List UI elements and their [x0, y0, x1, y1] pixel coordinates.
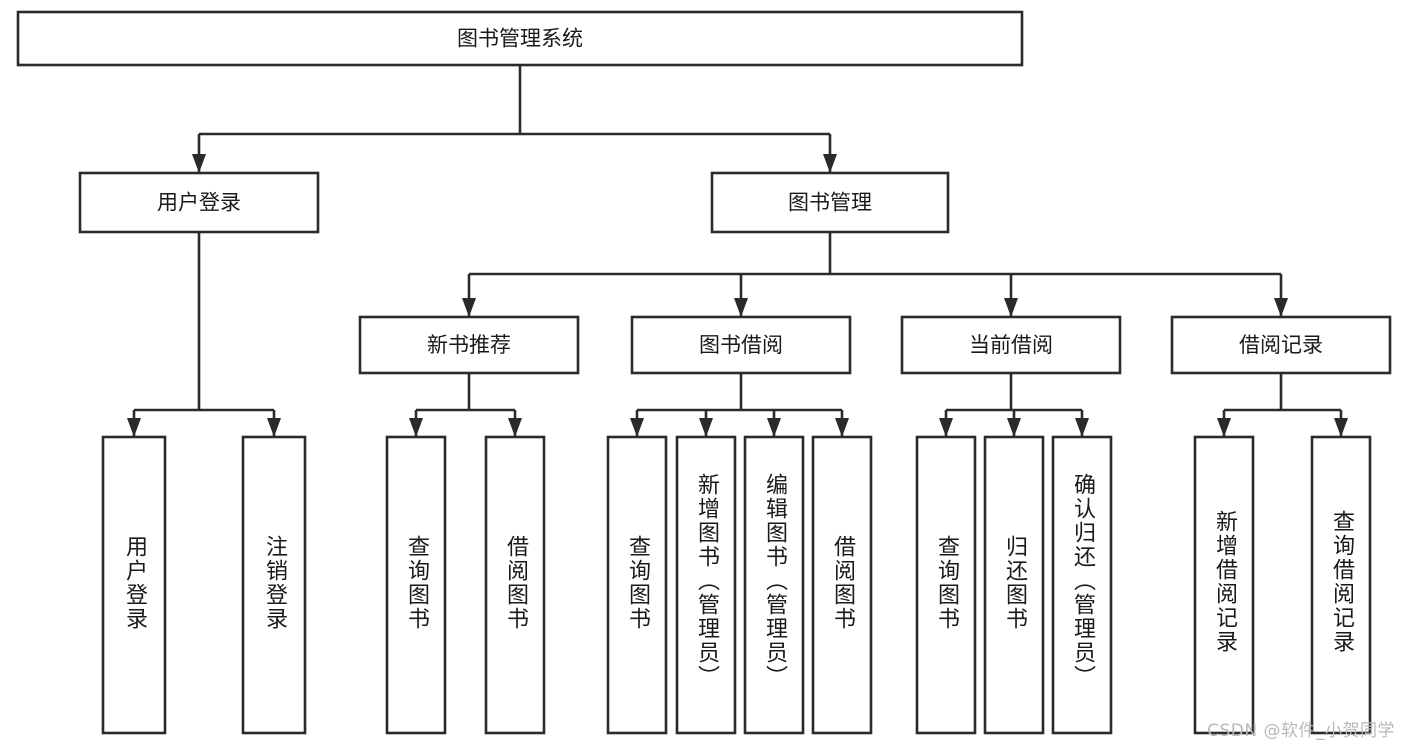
node-level3-0[interactable]: 新书推荐 [358, 315, 580, 375]
node-level3-label: 图书借阅 [699, 333, 783, 357]
node-level3-2[interactable]: 当前借阅 [900, 315, 1122, 375]
node-leaf-box-2[interactable] [385, 435, 447, 735]
node-level3-3[interactable]: 借阅记录 [1170, 315, 1392, 375]
node-level2-label: 图书管理 [788, 191, 872, 215]
node-root-label: 图书管理系统 [457, 27, 583, 51]
node-level3-box[interactable] [1170, 315, 1392, 375]
node-leaf-box-8[interactable] [915, 435, 977, 735]
node-root-box[interactable] [16, 10, 1024, 67]
node-level3-label: 当前借阅 [969, 333, 1053, 357]
node-leaf-box-4[interactable] [606, 435, 668, 735]
node-leaf-box-9[interactable] [983, 435, 1045, 735]
node-level2-label: 用户登录 [157, 191, 241, 215]
node-level2-box[interactable] [78, 171, 320, 234]
node-leaf-box-12[interactable] [1310, 435, 1372, 735]
node-leaf-box-0[interactable] [101, 435, 167, 735]
node-level2-box[interactable] [710, 171, 950, 234]
node-leaf-box-5[interactable] [675, 435, 737, 735]
node-leaf-box-10[interactable] [1051, 435, 1113, 735]
node-level3-box[interactable] [900, 315, 1122, 375]
node-level2-0[interactable]: 用户登录 [78, 171, 320, 234]
node-level3-label: 新书推荐 [427, 333, 511, 357]
node-level2-1[interactable]: 图书管理 [710, 171, 950, 234]
node-leaf-box-7[interactable] [811, 435, 873, 735]
node-leaf-box-6[interactable] [743, 435, 805, 735]
node-level3-box[interactable] [630, 315, 852, 375]
node-level3-box[interactable] [358, 315, 580, 375]
node-level3-label: 借阅记录 [1239, 333, 1323, 357]
node-leaf-box-11[interactable] [1193, 435, 1255, 735]
node-level3-1[interactable]: 图书借阅 [630, 315, 852, 375]
node-root[interactable]: 图书管理系统 [16, 10, 1024, 67]
node-leaf-box-3[interactable] [484, 435, 546, 735]
connectors-layer [127, 65, 1348, 437]
node-leaf-box-1[interactable] [241, 435, 307, 735]
watermark: CSDN @软件_小贺同学 [1207, 721, 1395, 741]
